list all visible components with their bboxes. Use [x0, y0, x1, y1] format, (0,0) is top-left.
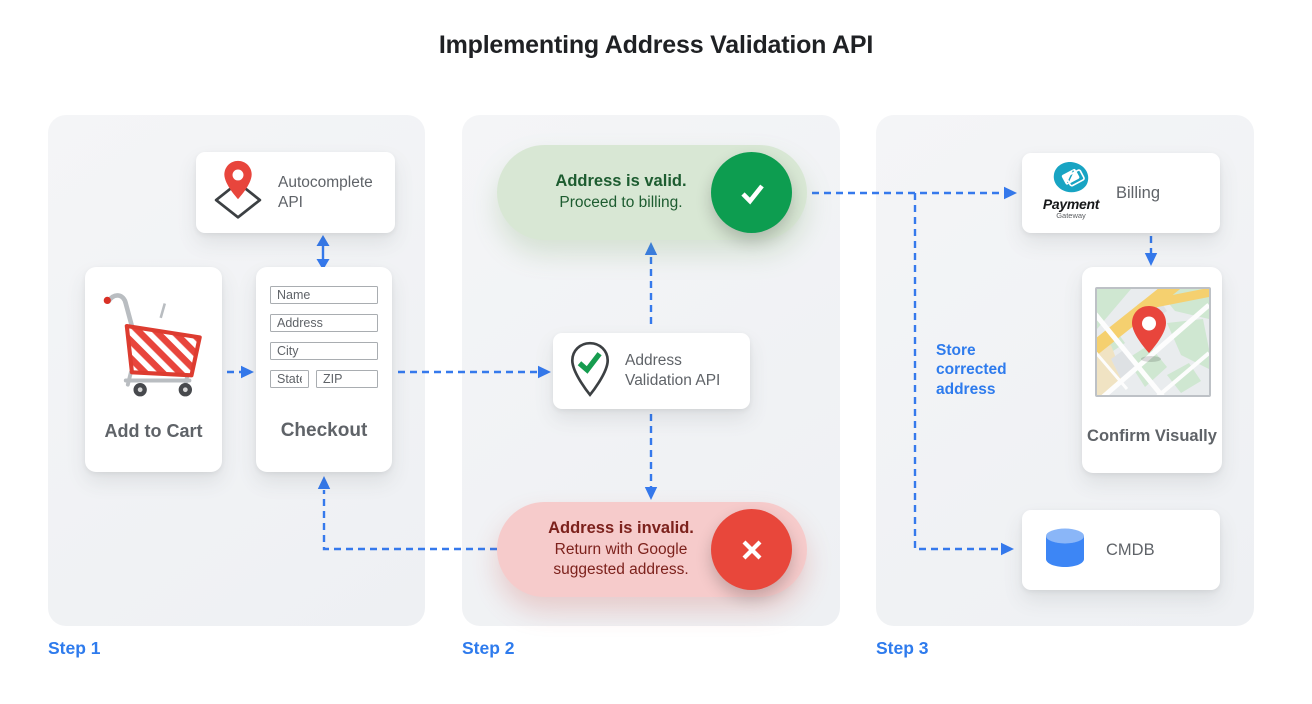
checkout-form: [270, 286, 378, 398]
address-validation-api-label: Address Validation API: [625, 352, 721, 389]
cmdb-label: CMDB: [1106, 540, 1155, 559]
zip-field[interactable]: [316, 370, 378, 388]
address-invalid-text: Address is invalid. Return with Google s…: [525, 502, 717, 597]
address-valid-subtitle: Proceed to billing.: [559, 194, 683, 212]
address-invalid-pill: Address is invalid. Return with Google s…: [497, 502, 807, 597]
city-field[interactable]: [270, 342, 378, 360]
map-pin-diamond-icon: [211, 159, 265, 226]
step3-label: Step 3: [876, 638, 929, 658]
state-field[interactable]: [270, 370, 309, 388]
address-valid-pill: Address is valid. Proceed to billing.: [497, 145, 807, 240]
step2-label: Step 2: [462, 638, 515, 658]
checkout-card: Checkout: [256, 267, 392, 472]
billing-card: Payment Gateway Billing: [1022, 153, 1220, 233]
address-valid-title: Address is valid.: [555, 172, 687, 191]
payment-logo-subtitle: Gateway: [1056, 211, 1086, 220]
check-icon: [711, 152, 792, 233]
payment-logo-title: Payment: [1042, 196, 1100, 212]
map-thumbnail: [1095, 287, 1211, 397]
add-to-cart-label: Add to Cart: [104, 421, 203, 441]
billing-label: Billing: [1116, 183, 1161, 202]
address-invalid-subtitle: Return with Google suggested address.: [553, 540, 689, 579]
confirm-visually-label: Confirm Visually: [1087, 426, 1217, 445]
shopping-cart-icon: [96, 285, 211, 405]
address-valid-text: Address is valid. Proceed to billing.: [525, 145, 717, 240]
payment-gateway-logo: Payment Gateway: [1038, 161, 1104, 220]
store-corrected-address-note: Store corrected address: [936, 342, 1007, 398]
autocomplete-api-card: Autocomplete API: [196, 152, 395, 233]
address-field[interactable]: [270, 314, 378, 332]
address-invalid-title: Address is invalid.: [548, 519, 694, 538]
cmdb-card: CMDB: [1022, 510, 1220, 590]
autocomplete-api-label: Autocomplete API: [278, 173, 373, 211]
step1-label: Step 1: [48, 638, 101, 658]
checkout-label: Checkout: [280, 420, 368, 441]
confirm-visually-card: Confirm Visually: [1082, 267, 1222, 473]
name-field[interactable]: [270, 286, 378, 304]
database-cylinder-icon: [1042, 526, 1088, 577]
address-validation-api-card: Address Validation API: [553, 333, 750, 409]
pin-check-icon: [568, 341, 612, 402]
x-icon: [711, 509, 792, 590]
page-title: Implementing Address Validation API: [438, 31, 874, 59]
add-to-cart-card: Add to Cart: [85, 267, 222, 472]
